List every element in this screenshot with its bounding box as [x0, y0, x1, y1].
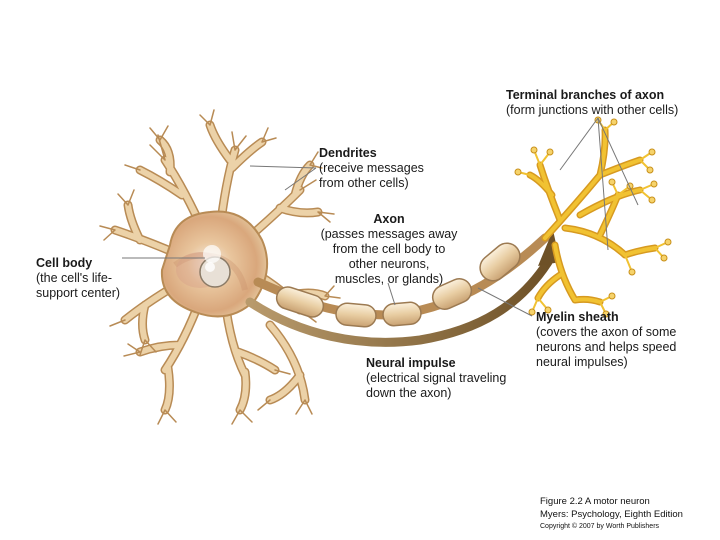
nucleus: [199, 245, 231, 288]
myelin-segment-2: [335, 302, 377, 328]
leader-lines: [122, 117, 639, 317]
figure-caption: Figure 2.2 A motor neuron Myers: Psychol…: [540, 496, 683, 534]
caption-line-2: Myers: Psychology, Eighth Edition: [540, 508, 683, 520]
label-dendrites-title: Dendrites: [319, 146, 377, 160]
label-impulse-title: Neural impulse: [366, 356, 456, 370]
label-terminal-title: Terminal branches of axon: [506, 88, 665, 102]
label-myelin-title: Myelin sheath: [536, 310, 619, 324]
myelin-segment-4: [431, 277, 473, 311]
label-myelin-desc: (covers the axon of some neurons and hel…: [536, 325, 677, 369]
myelin-segment-5: [479, 242, 521, 282]
caption-line-1: Figure 2.2 A motor neuron: [540, 496, 650, 507]
leader-terminal-3: [597, 117, 639, 206]
label-axon: Axon (passes messages away from the cell…: [318, 212, 460, 287]
label-terminal-branches: Terminal branches of axon (form junction…: [506, 88, 678, 118]
label-axon-title: Axon: [373, 212, 405, 226]
label-dendrites-desc: (receive messages from other cells): [319, 161, 424, 190]
myelin-segment-3: [382, 301, 422, 327]
label-cell-body: Cell body (the cell's life- support cent…: [36, 256, 120, 301]
caption-copyright: Copyright © 2007 by Worth Publishers: [540, 523, 660, 530]
label-cell-body-title: Cell body: [36, 256, 93, 270]
label-dendrites: Dendrites (receive messages from other c…: [319, 146, 424, 191]
label-axon-desc: (passes messages away from the cell body…: [320, 227, 458, 286]
myelin-segments: [275, 242, 521, 328]
leader-dendrites-1: [249, 165, 317, 169]
leader-terminal-1: [559, 117, 599, 171]
leader-terminal-2: [597, 117, 609, 251]
myelin-segment-1: [275, 286, 325, 318]
leader-axon: [387, 282, 396, 306]
label-impulse-desc: (electrical signal traveling down the ax…: [366, 371, 507, 400]
axon-terminal-branches: [514, 116, 672, 318]
label-cell-body-desc: (the cell's life- support center): [36, 271, 121, 300]
label-neural-impulse: Neural impulse (electrical signal travel…: [366, 356, 506, 401]
label-myelin-sheath: Myelin sheath (covers the axon of some n…: [536, 310, 676, 370]
leader-dendrites-2: [284, 167, 317, 191]
leader-myelin: [477, 287, 533, 317]
label-terminal-desc: (form junctions with other cells): [506, 103, 679, 117]
